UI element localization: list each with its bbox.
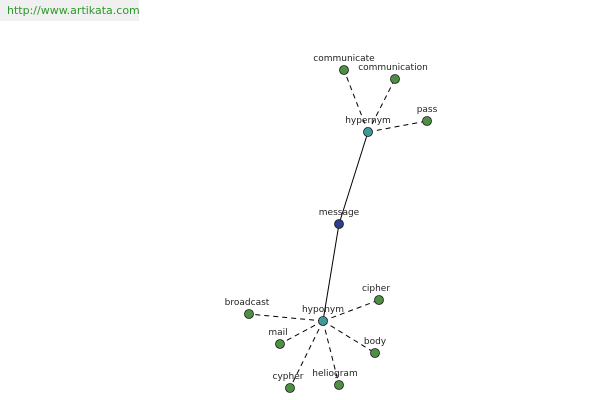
artikata-url-link[interactable]: http://www.artikata.com <box>0 0 140 21</box>
node-hypernym[interactable] <box>363 127 373 137</box>
edge-hyponym-heliogram <box>322 320 340 386</box>
nodes-layer <box>244 65 432 393</box>
node-body[interactable] <box>370 348 380 358</box>
edge-hyponym-cypher <box>289 320 324 389</box>
node-heliogram[interactable] <box>334 380 344 390</box>
edge-hyponym-body <box>322 320 376 354</box>
node-label-broadcast: broadcast <box>225 298 270 308</box>
node-communication[interactable] <box>390 74 400 84</box>
node-label-communication: communication <box>358 63 428 73</box>
node-label-pass: pass <box>417 105 438 115</box>
node-mail[interactable] <box>275 339 285 349</box>
node-broadcast[interactable] <box>244 309 254 319</box>
edge-hyponym-broadcast <box>248 313 324 322</box>
node-cypher[interactable] <box>285 383 295 393</box>
node-label-hypernym: hypernym <box>345 116 391 126</box>
edge-hyponym-cipher <box>322 299 380 322</box>
node-label-cypher: cypher <box>273 372 304 382</box>
edge-hypernym-communicate <box>343 69 369 133</box>
node-communicate[interactable] <box>339 65 349 75</box>
node-message[interactable] <box>334 219 344 229</box>
edges-layer <box>248 69 428 389</box>
labels-layer: message hypernym hyponym communicatecommuni… <box>225 54 438 382</box>
node-label-mail: mail <box>268 328 287 338</box>
node-cipher[interactable] <box>374 295 384 305</box>
edge-message-hypernym <box>338 131 369 225</box>
node-label-message: message <box>319 208 360 218</box>
node-label-heliogram: heliogram <box>312 369 357 379</box>
node-label-cipher: cipher <box>362 284 390 294</box>
node-label-hyponym: hyponym <box>302 305 344 315</box>
node-label-body: body <box>364 337 387 347</box>
node-pass[interactable] <box>422 116 432 126</box>
edge-message-hyponym <box>322 223 340 322</box>
edge-hyponym-mail <box>279 320 324 345</box>
edge-hypernym-communication <box>367 78 396 133</box>
node-hyponym[interactable] <box>318 316 328 326</box>
edge-hypernym-pass <box>367 120 428 133</box>
node-label-communicate: communicate <box>313 54 375 64</box>
